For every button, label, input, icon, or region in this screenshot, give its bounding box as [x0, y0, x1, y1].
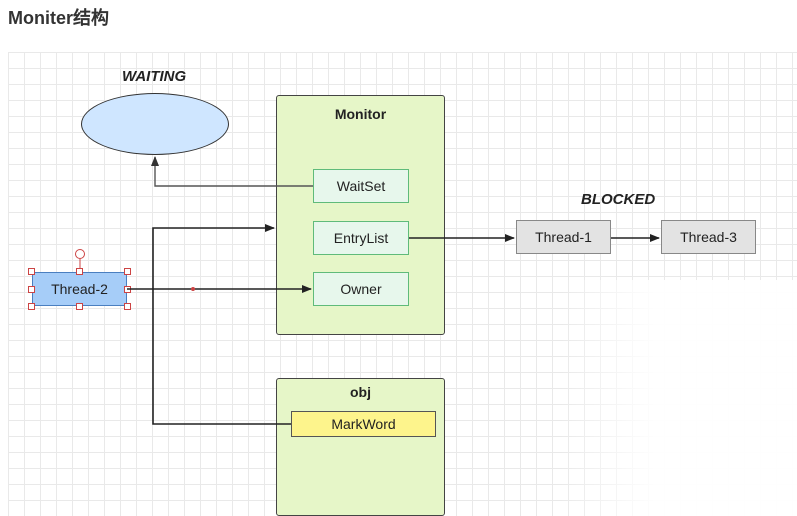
resize-handle-left[interactable] — [28, 286, 35, 293]
thread3-box: Thread-3 — [661, 220, 756, 254]
waiting-ellipse — [81, 93, 229, 155]
waiting-label: WAITING — [122, 68, 187, 85]
blocked-label: BLOCKED — [581, 191, 656, 208]
rotate-handle — [75, 249, 85, 259]
waitset-box: WaitSet — [313, 169, 409, 203]
edge-waitset-to-waiting — [151, 156, 313, 187]
resize-handle-bottom[interactable] — [76, 303, 83, 310]
image-fade-overlay — [560, 280, 797, 516]
edge-midpoint-marker — [191, 287, 195, 291]
entrylist-box: EntryList — [313, 221, 409, 255]
owner-box: Owner — [313, 272, 409, 306]
thread1-box: Thread-1 — [516, 220, 611, 254]
page-title: Moniter结构 — [8, 8, 109, 28]
markword-box: MarkWord — [291, 411, 436, 437]
resize-handle-bottom-left[interactable] — [28, 303, 35, 310]
monitor-title: Monitor — [334, 106, 387, 122]
resize-handle-top-left[interactable] — [28, 268, 35, 275]
edge-markword-to-monitor — [152, 224, 291, 425]
thread2-box[interactable]: Thread-2 — [32, 272, 127, 306]
resize-handle-bottom-right[interactable] — [124, 303, 131, 310]
obj-title: obj — [350, 384, 371, 400]
resize-handle-top-right[interactable] — [124, 268, 131, 275]
